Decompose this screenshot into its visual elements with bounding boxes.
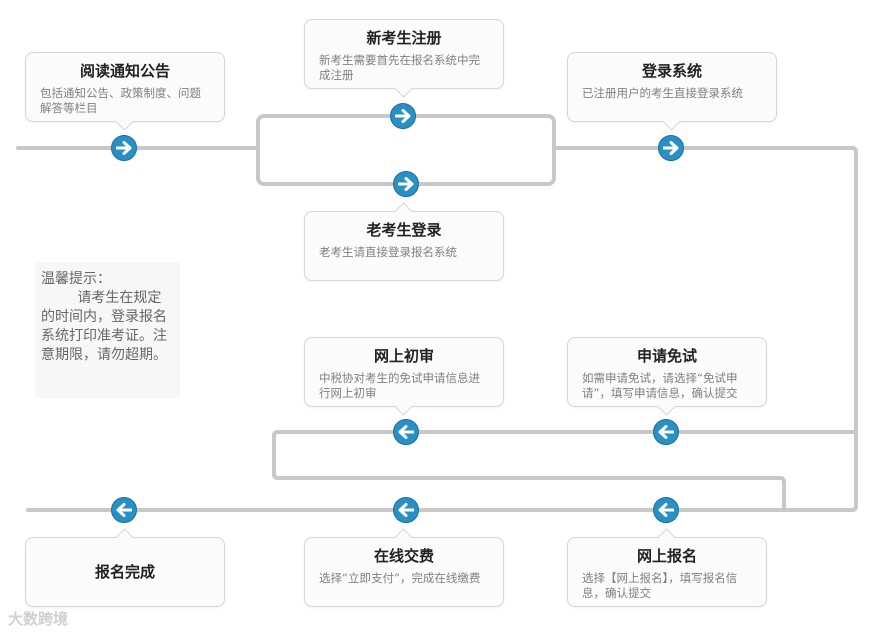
arrow-left-icon bbox=[653, 419, 679, 445]
arrow-right-icon bbox=[658, 135, 684, 161]
step-login-system-card: 登录系统 已注册用户的考生直接登录系统 bbox=[567, 52, 777, 122]
step-title: 新考生注册 bbox=[366, 29, 442, 47]
step-apply-exemption-card: 申请免试 如需申请免试，请选择“免试申请”，填写申请信息，确认提交 bbox=[567, 337, 767, 407]
step-signup-done-card: 报名完成 bbox=[25, 537, 225, 607]
arrow-left-icon bbox=[393, 419, 419, 445]
step-online-payment-card: 在线交费 选择“立即支付”，完成在线缴费 bbox=[304, 537, 504, 607]
step-description: 选择“立即支付”，完成在线缴费 bbox=[319, 571, 481, 585]
tip-box: 温馨提示： 请考生在规定的时间内，登录报名系统打印准考证。注意期限，请勿超期。 bbox=[35, 262, 180, 398]
arrow-right-icon bbox=[111, 135, 137, 161]
arrow-left-icon bbox=[111, 497, 137, 523]
step-title: 老考生登录 bbox=[366, 221, 442, 239]
step-title: 报名完成 bbox=[94, 563, 155, 581]
step-description: 如需申请免试，请选择“免试申请”，填写申请信息，确认提交 bbox=[582, 371, 738, 400]
arrow-left-icon bbox=[653, 497, 679, 523]
step-online-review-card: 网上初审 中税协对考生的免试申请信息进行网上初审 bbox=[304, 337, 504, 407]
step-description: 新考生需要首先在报名系统中完成注册 bbox=[319, 53, 480, 82]
step-description: 老考生请直接登录报名系统 bbox=[319, 245, 457, 259]
step-online-signup-card: 网上报名 选择【网上报名】，填写报名信息，确认提交 bbox=[567, 537, 767, 607]
step-read-notice-card: 阅读通知公告 包括通知公告、政策制度、问题解答等栏目 bbox=[25, 52, 225, 122]
step-description: 选择【网上报名】，填写报名信息，确认提交 bbox=[582, 571, 738, 600]
step-title: 网上初审 bbox=[373, 347, 434, 365]
tip-heading: 温馨提示： bbox=[41, 271, 111, 287]
step-title: 登录系统 bbox=[641, 62, 702, 80]
watermark: 大数跨境 bbox=[8, 610, 69, 628]
step-title: 在线交费 bbox=[373, 547, 434, 565]
step-new-register-card: 新考生注册 新考生需要首先在报名系统中完成注册 bbox=[304, 19, 504, 89]
arrow-left-icon bbox=[393, 497, 419, 523]
step-title: 阅读通知公告 bbox=[79, 62, 170, 80]
step-title: 网上报名 bbox=[636, 547, 697, 565]
step-description: 包括通知公告、政策制度、问题解答等栏目 bbox=[40, 86, 201, 115]
step-title: 申请免试 bbox=[636, 347, 697, 365]
step-description: 中税协对考生的免试申请信息进行网上初审 bbox=[319, 371, 480, 400]
step-old-login-card: 老考生登录 老考生请直接登录报名系统 bbox=[304, 211, 504, 281]
tip-body: 请考生在规定的时间内，登录报名系统打印准考证。注意期限，请勿超期。 bbox=[41, 290, 167, 363]
step-description: 已注册用户的考生直接登录系统 bbox=[582, 86, 743, 100]
arrow-right-icon bbox=[393, 171, 419, 197]
arrow-right-icon bbox=[390, 103, 416, 129]
